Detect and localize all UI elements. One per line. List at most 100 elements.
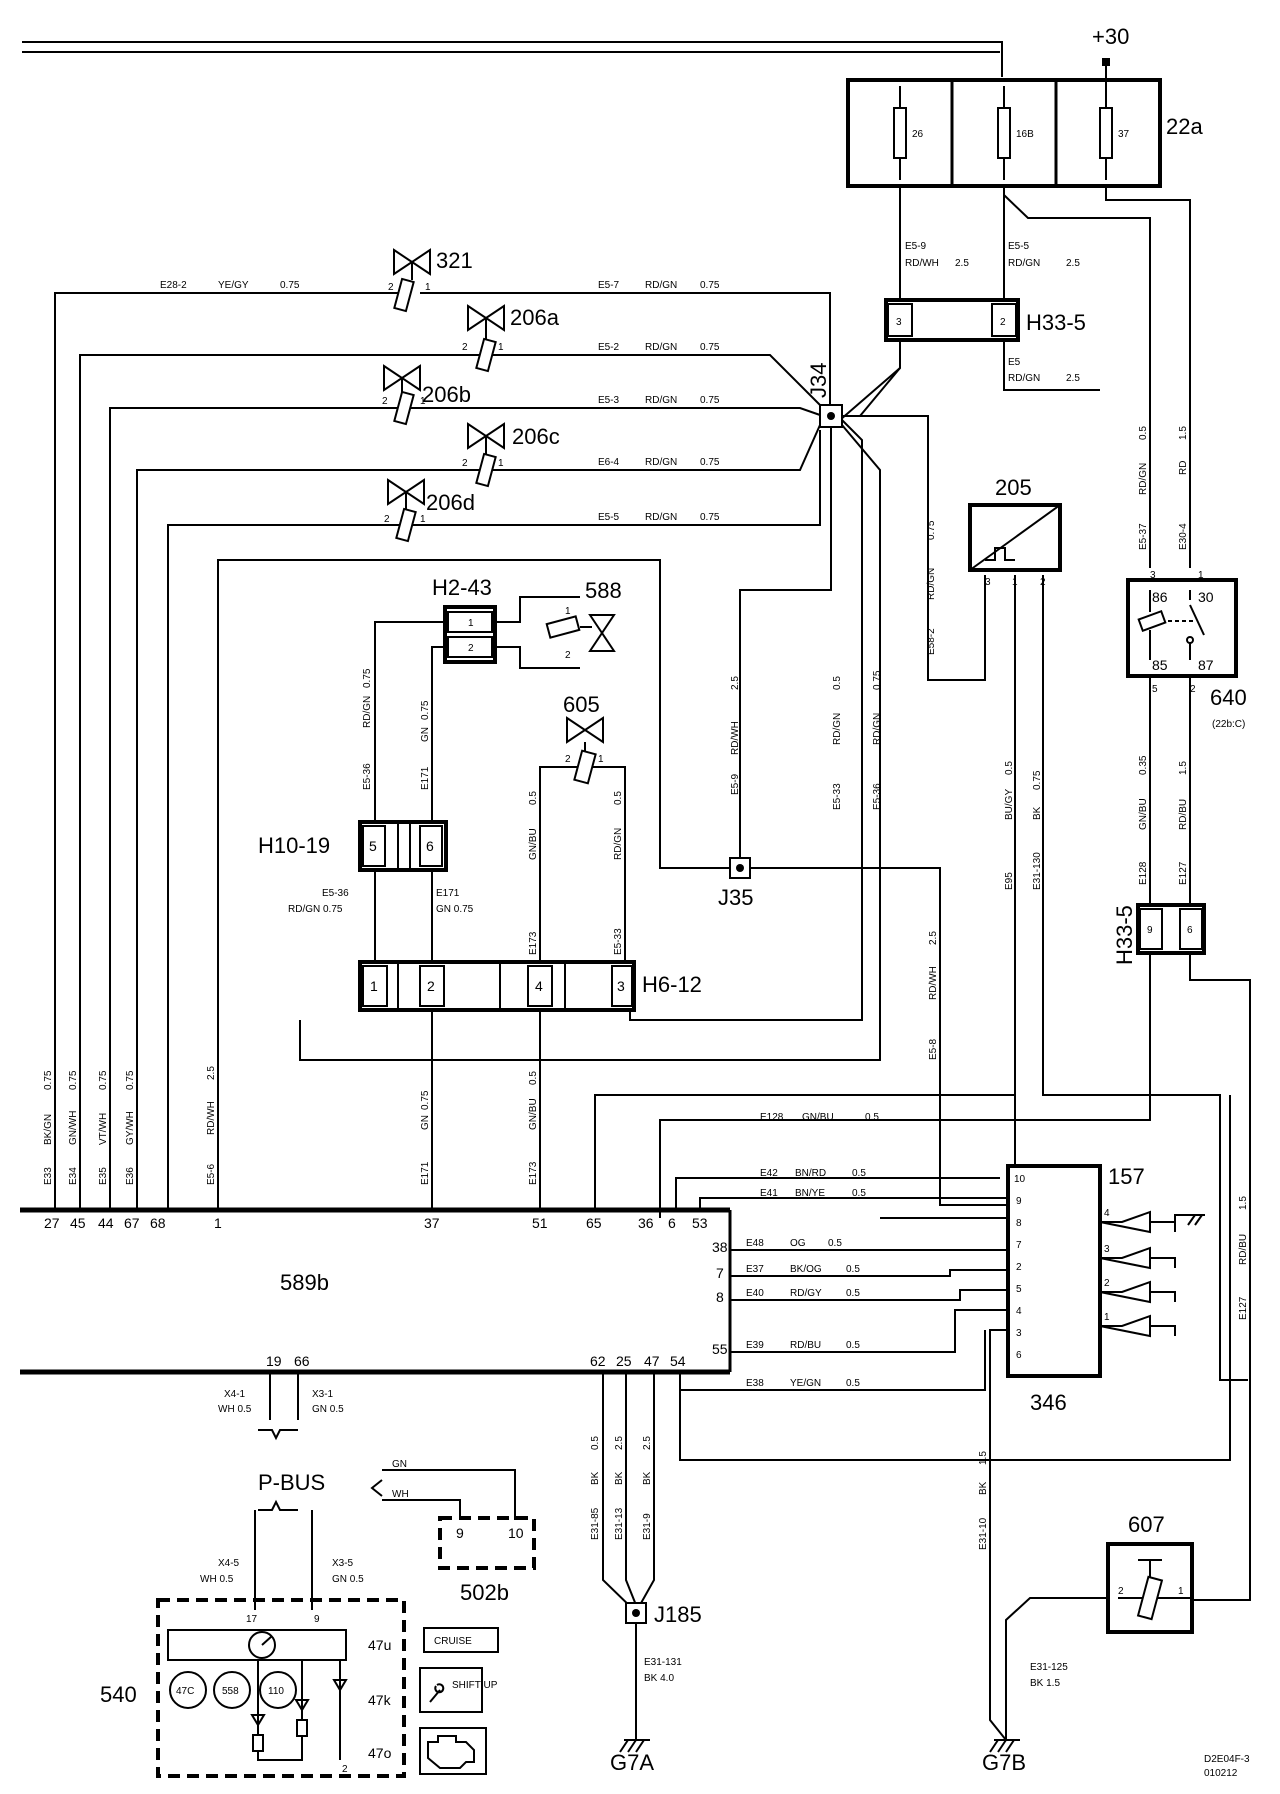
connector-h33-5-top: 3 2 H33-5 (884, 298, 1086, 342)
wire-label: BN/RD (795, 1168, 826, 1179)
wire-label: E58-2 (926, 628, 937, 655)
wire-label: 0.75 (68, 1070, 79, 1090)
wire-label: E35 (98, 1167, 109, 1185)
pin-label: 2 (1118, 1586, 1124, 1597)
wire-label: E34 (68, 1167, 79, 1185)
pin-label: 51 (532, 1215, 548, 1231)
fuse-label: 37 (1118, 129, 1130, 140)
wire-label: RD/GN (645, 457, 677, 468)
connector-h10-19: 5 6 H10-19 (258, 820, 448, 872)
component-label: 640 (1210, 685, 1247, 710)
wire-label: E5-8 (928, 1038, 939, 1060)
pin-label: 8 (1016, 1218, 1022, 1229)
wire-label: RD/WH (730, 721, 741, 755)
wire-label: 1.5 (978, 1451, 989, 1465)
wire-label: WH 0.5 (200, 1574, 234, 1585)
wire-label: E173 (528, 1161, 539, 1185)
wire-label: GN 0.5 (312, 1404, 344, 1415)
wire-label: E31-9 (642, 1513, 653, 1540)
wire-label: 0.75 (926, 520, 937, 540)
pin-label: 1 (565, 606, 571, 617)
wire-label: BK/OG (790, 1264, 822, 1275)
wire-label: 2.5 (206, 1066, 217, 1080)
wire-label: E31-130 (1032, 852, 1043, 890)
pin-label: 7 (1016, 1240, 1022, 1251)
wire-label: BK (1032, 806, 1043, 820)
pin-label: 1 (1198, 570, 1204, 581)
pin-label: 2 (1190, 684, 1196, 695)
pin-label: 36 (638, 1215, 654, 1231)
solenoid-valve-206c: 2 1 206c (462, 422, 560, 488)
wire-label: 0.75 (700, 512, 720, 523)
wire-label: E5-33 (832, 783, 843, 810)
wire-label: E128 (1138, 861, 1149, 885)
connector-h33-5-bottom: 9 6 H33-5 (1112, 903, 1206, 965)
wire-label: E5 (1008, 357, 1021, 368)
pin-label: 3 (617, 978, 625, 994)
pin-label: 66 (294, 1353, 310, 1369)
wire-label: GY/WH (125, 1111, 136, 1145)
wire-label: 0.5 (1004, 761, 1015, 775)
gauge-label: 110 (268, 1686, 284, 1697)
component-label: 321 (436, 248, 473, 273)
wire-label: E39 (746, 1340, 764, 1351)
pin-label: 53 (692, 1215, 708, 1231)
wire-label: RD/WH (928, 966, 939, 1000)
fuse-label: 16B (1016, 129, 1034, 140)
solenoid-valve-206a: 2 1 206a (462, 304, 560, 373)
wire-label: BN/YE (795, 1188, 825, 1199)
component-label: 205 (995, 475, 1032, 500)
wire-label: E171 (436, 888, 460, 899)
engine-lamp-icon (419, 1727, 487, 1775)
wire-label: RD/GN (362, 696, 373, 728)
wire-label: E5-37 (1138, 523, 1149, 550)
pin-label: 1 (598, 754, 604, 765)
wire-label: RD/GY (790, 1288, 822, 1299)
wire-label: E5-5 (598, 512, 620, 523)
pin-label: 17 (246, 1614, 258, 1625)
wire-label: E48 (746, 1238, 764, 1249)
pin-label: 68 (150, 1215, 166, 1231)
wire-label: E5-9 (730, 773, 741, 795)
wire-label: 0.75 (1032, 770, 1043, 790)
fuse-label: 26 (912, 129, 924, 140)
gauge-label: 47C (176, 1686, 194, 1697)
pin-label: 6 (426, 838, 434, 854)
ground-g7b: G7B (982, 1739, 1026, 1775)
pin-label: 3 (896, 317, 902, 328)
component-label: J185 (654, 1602, 702, 1627)
wire-label: E127 (1178, 861, 1189, 885)
wire-label: E36 (125, 1167, 136, 1185)
wire-label: 0.5 (852, 1168, 866, 1179)
fuse-26 (893, 107, 907, 159)
wire-label: E95 (1004, 872, 1015, 890)
pin-label: 65 (586, 1215, 602, 1231)
component-label: (22b:C) (1212, 719, 1245, 730)
relay-640: 3 1 86 30 85 87 5 2 640 (22b:C) (1126, 570, 1247, 730)
lamp-label: SHIFT UP (452, 1680, 498, 1691)
wire-label: 0.5 (846, 1288, 860, 1299)
pin-label: 4 (1016, 1306, 1022, 1317)
pin-label: 47 (644, 1353, 660, 1369)
wire-label: BK (614, 1471, 625, 1485)
wire-label: E5-5 (1008, 241, 1030, 252)
pin-label: 2 (342, 1764, 348, 1775)
wire-label: 0.5 (590, 1436, 601, 1450)
connector-h6-12: 1 2 4 3 H6-12 (358, 960, 702, 1012)
pin-label: 86 (1152, 589, 1168, 605)
wire-label: RD/GN (645, 395, 677, 406)
wire-label: 1.5 (1178, 761, 1189, 775)
wire-label: RD/GN (613, 828, 624, 860)
solenoid-valve-605: 2 1 605 (563, 692, 604, 785)
wire-label: E30-4 (1178, 523, 1189, 550)
cruise-module-346: 10 9 8 7 2 5 4 3 6 346 157 (1006, 1164, 1145, 1415)
pin-label: 1 (420, 396, 426, 407)
doc-reference: 010212 (1204, 1768, 1238, 1779)
wire-label: 0.5 (852, 1188, 866, 1199)
pin-label: 2 (427, 978, 435, 994)
pin-label: 2 (462, 342, 468, 353)
wire-label: RD/GN (926, 568, 937, 600)
wire-label: 0.75 (420, 700, 431, 720)
pin-label: 6 (1187, 925, 1193, 936)
pin-label: 3 (1150, 570, 1156, 581)
